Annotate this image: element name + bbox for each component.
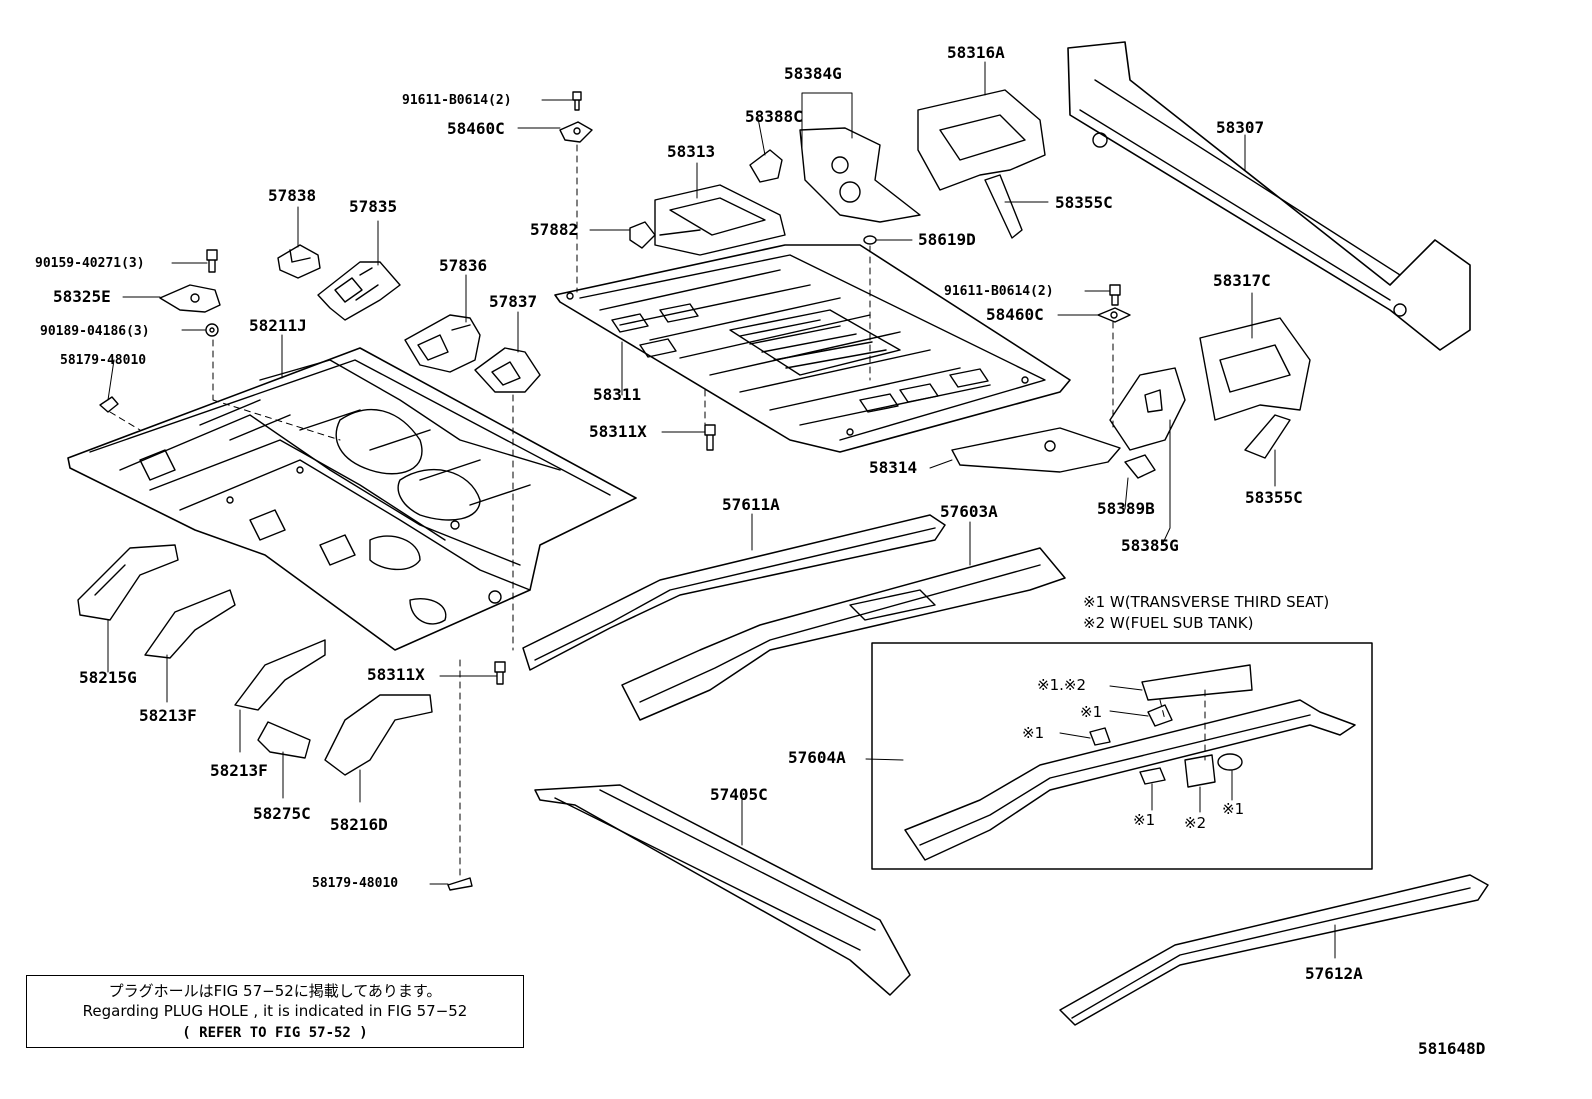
callout-58325E: 58325E bbox=[53, 287, 111, 306]
inset-mark-1c: ※1 bbox=[1133, 811, 1156, 829]
bracket-58215G-part bbox=[77, 544, 179, 621]
plate-58325E-part bbox=[159, 284, 221, 313]
legend-note-1: ※1 W(TRANSVERSE THIRD SEAT) bbox=[1083, 593, 1330, 611]
callout-58385G: 58385G bbox=[1121, 536, 1179, 555]
bolt-58311X-mid-part bbox=[704, 424, 716, 451]
inset-mark-1b: ※1 bbox=[1022, 724, 1045, 742]
member-57611A-part bbox=[522, 514, 946, 671]
callout-58460C-top: 58460C bbox=[447, 119, 505, 138]
bracket-57835-part bbox=[317, 261, 401, 321]
dashed-alignment-lines bbox=[109, 144, 1206, 879]
nut-90189-part bbox=[205, 323, 219, 337]
callout-58213F-b: 58213F bbox=[210, 761, 268, 780]
front-floor-pan-part bbox=[67, 347, 637, 651]
bracket-57882-part bbox=[629, 221, 656, 249]
member-57604A-part bbox=[904, 699, 1356, 861]
washer-58460C-right-part bbox=[1097, 307, 1131, 323]
bolt-58460C-top-part bbox=[559, 91, 593, 143]
callout-58384G: 58384G bbox=[784, 64, 842, 83]
callout-58313: 58313 bbox=[667, 142, 716, 161]
callout-57882: 57882 bbox=[530, 220, 579, 239]
bracket-57837-part bbox=[474, 347, 541, 393]
rail-58314-part bbox=[951, 427, 1121, 473]
callout-57611A: 57611A bbox=[722, 495, 780, 514]
note-japanese: プラグホールはFIG 57−52に掲載してあります。 bbox=[108, 982, 442, 1000]
callout-58215G: 58215G bbox=[79, 668, 137, 687]
inset-brackets bbox=[1089, 664, 1253, 788]
member-57405C-part bbox=[534, 784, 911, 996]
callout-57603A: 57603A bbox=[940, 502, 998, 521]
member-57612A-part bbox=[1059, 874, 1489, 1026]
leader-lines bbox=[107, 61, 1336, 959]
callout-58460C-right: 58460C bbox=[986, 305, 1044, 324]
inset-mark-1-2: ※1.※2 bbox=[1037, 676, 1086, 694]
callout-58355C-bottom: 58355C bbox=[1245, 488, 1303, 507]
member-58216D-part bbox=[324, 694, 433, 776]
callout-90159-40271: 90159-40271(3) bbox=[35, 256, 145, 271]
callout-58389B: 58389B bbox=[1097, 499, 1155, 518]
panel-58384G-part bbox=[799, 127, 921, 223]
inset-frame bbox=[871, 642, 1373, 870]
callout-57604A: 57604A bbox=[788, 748, 846, 767]
callout-58213F-a: 58213F bbox=[139, 706, 197, 725]
callout-58216D: 58216D bbox=[330, 815, 388, 834]
legend-note-2: ※2 W(FUEL SUB TANK) bbox=[1083, 614, 1254, 632]
callout-91611-B0614-right: 91611-B0614(2) bbox=[944, 284, 1054, 299]
panel-58316A-part bbox=[917, 89, 1046, 191]
plug-58179-top-part bbox=[99, 396, 119, 413]
callout-58179-48010-top: 58179-48010 bbox=[60, 353, 147, 368]
callout-91611-B0614-top: 91611-B0614(2) bbox=[402, 93, 512, 108]
callout-58211J: 58211J bbox=[249, 316, 307, 335]
callout-90189-04186: 90189-04186(3) bbox=[40, 324, 150, 339]
callout-58311X-mid: 58311X bbox=[589, 422, 647, 441]
callout-58388C: 58388C bbox=[745, 107, 803, 126]
callout-57838: 57838 bbox=[268, 186, 317, 205]
bracket-57838-part bbox=[277, 244, 321, 279]
bracket-57836-part bbox=[404, 314, 481, 373]
bracket-58388C-part bbox=[749, 149, 783, 183]
bracket-58355C-top-part bbox=[984, 174, 1023, 239]
bracket-58389B-part bbox=[1124, 454, 1156, 479]
callout-58179-48010-bottom: 58179-48010 bbox=[312, 876, 399, 891]
callout-58314: 58314 bbox=[869, 458, 918, 477]
inset-mark-1d: ※1 bbox=[1222, 800, 1245, 818]
callout-58619D: 58619D bbox=[918, 230, 976, 249]
bracket-58355C-bottom-part bbox=[1244, 414, 1291, 459]
callout-58316A: 58316A bbox=[947, 43, 1005, 62]
rocker-58307-part bbox=[1067, 41, 1471, 351]
callout-57836: 57836 bbox=[439, 256, 488, 275]
callout-58311X-low: 58311X bbox=[367, 665, 425, 684]
note-reference: ( REFER TO FIG 57-52 ) bbox=[182, 1025, 368, 1041]
callout-57405C: 57405C bbox=[710, 785, 768, 804]
note-english: Regarding PLUG HOLE , it is indicated in… bbox=[82, 1002, 468, 1020]
callout-58355C-top: 58355C bbox=[1055, 193, 1113, 212]
diagram-code: 581648D bbox=[1418, 1039, 1486, 1058]
plug-58179-bottom-part bbox=[447, 877, 473, 891]
bracket-58213F-a-part bbox=[144, 589, 236, 659]
callout-58317C: 58317C bbox=[1213, 271, 1271, 290]
callout-57612A: 57612A bbox=[1305, 964, 1363, 983]
inset-mark-1a: ※1 bbox=[1080, 703, 1103, 721]
callout-58275C: 58275C bbox=[253, 804, 311, 823]
inset-mark-2: ※2 bbox=[1184, 814, 1207, 832]
bracket-58213F-b-part bbox=[234, 639, 326, 711]
panel-58313-part bbox=[654, 184, 786, 256]
callout-57835: 57835 bbox=[349, 197, 398, 216]
rear-floor-pan-part bbox=[554, 244, 1071, 453]
panel-58317C-part bbox=[1199, 317, 1311, 421]
callout-57837: 57837 bbox=[489, 292, 538, 311]
member-57603A-part bbox=[621, 547, 1066, 721]
callout-58311: 58311 bbox=[593, 385, 642, 404]
bolt-58311X-low-part bbox=[494, 661, 506, 685]
bolt-91611-right-part bbox=[1109, 284, 1121, 306]
bolt-90159-part bbox=[206, 249, 218, 273]
panel-58385G-part bbox=[1109, 367, 1186, 451]
callout-58307: 58307 bbox=[1216, 118, 1265, 137]
clip-58619D-part bbox=[863, 235, 877, 245]
bracket-58275C-part bbox=[257, 721, 311, 759]
plug-hole-note-box: プラグホールはFIG 57−52に掲載してあります。 Regarding PLU… bbox=[26, 975, 524, 1048]
